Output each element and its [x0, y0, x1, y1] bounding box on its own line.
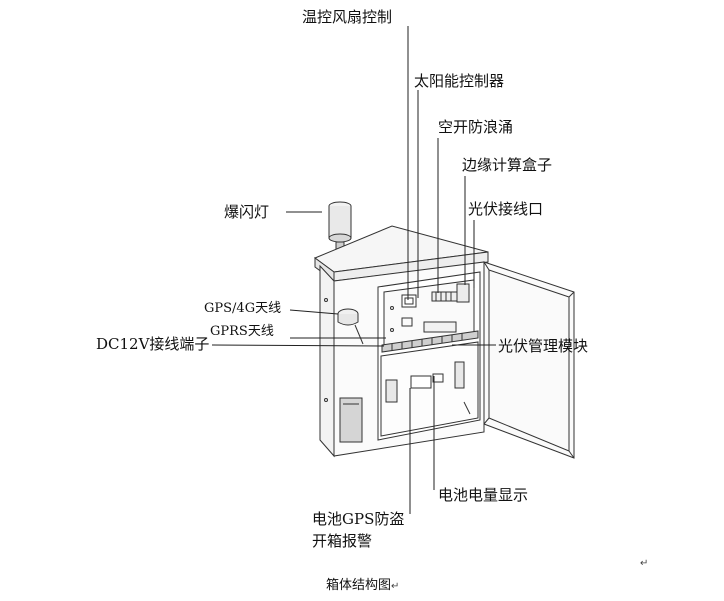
leader-lines [211, 26, 496, 514]
label-pv-module: 光伏管理模块 [498, 337, 589, 355]
lower-compartment [380, 341, 479, 437]
figure-caption: 箱体结构图↵ [326, 574, 399, 593]
label-gprs: GPRS天线 [210, 324, 274, 339]
label-solar-controller: 太阳能控制器 [414, 72, 505, 90]
label-pv-port: 光伏接线口 [468, 200, 544, 218]
dc12v-terminal-strip [381, 330, 479, 353]
upper-panel [383, 279, 475, 349]
caption-text: 箱体结构图 [326, 578, 392, 593]
cabinet-door [483, 261, 575, 459]
label-gps-alarm-line1: 电池GPS防盗 [312, 510, 405, 528]
label-breaker-surge: 空开防浪涌 [438, 118, 514, 136]
label-fan-control: 温控风扇控制 [302, 8, 393, 26]
label-flash-lamp: 爆闪灯 [224, 203, 270, 221]
label-gps-alarm-line2: 开箱报警 [312, 532, 373, 550]
label-dc12v: DC12V接线端子 [96, 335, 210, 353]
label-gps-4g: GPS/4G天线 [204, 301, 282, 316]
return-mark: ↵ [640, 558, 649, 569]
label-battery-display: 电池电量显示 [438, 486, 529, 504]
return-mark: ↵ [391, 581, 400, 592]
label-edge-box: 边缘计算盒子 [462, 156, 553, 174]
